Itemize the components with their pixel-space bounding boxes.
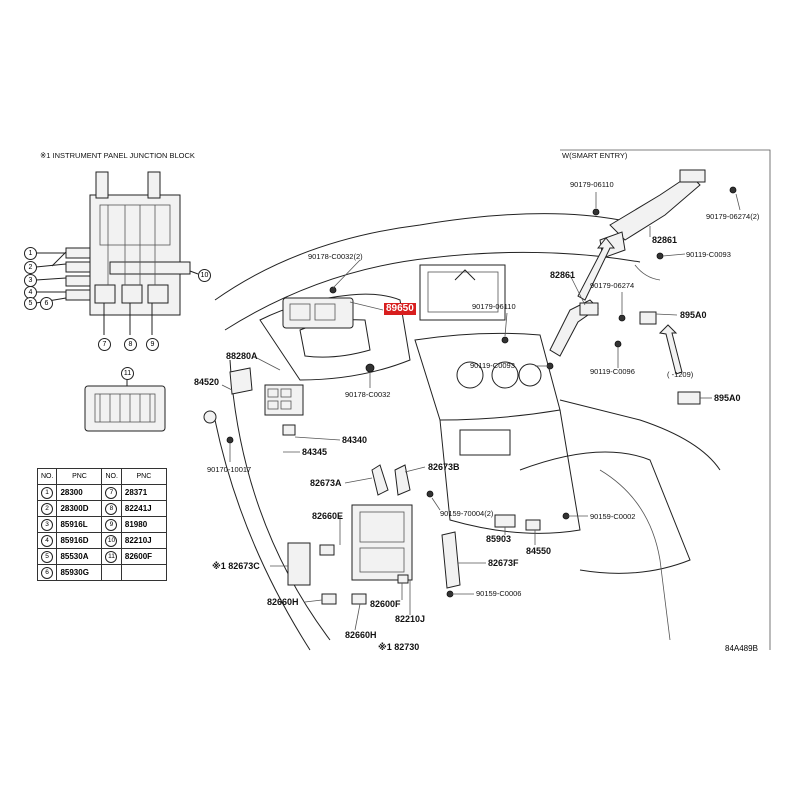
- dashboard-body: [214, 213, 721, 651]
- label-82730: ※1 82730: [378, 642, 420, 652]
- label-89650-highlight: 89650: [384, 303, 416, 315]
- junction-block-header: ※1 INSTRUMENT PANEL JUNCTION BLOCK: [40, 151, 195, 160]
- switch-panel-left: [203, 367, 304, 444]
- pnc-header-pnc-right: PNC: [120, 468, 167, 485]
- row-number: 9: [105, 518, 118, 531]
- range-note: ( -1209): [667, 370, 694, 379]
- label-90179-06110-top: 90179-06110: [570, 180, 614, 189]
- callout-7: 7: [98, 338, 111, 351]
- label-895a0-upper: 895A0: [680, 310, 707, 320]
- pnc-cell: 28300D: [56, 500, 103, 517]
- label-90179-06274: 90179-06274: [590, 281, 635, 290]
- table-row: 1 28300 7 28371: [36, 484, 167, 501]
- junction-block-main: [287, 464, 461, 605]
- label-90159-c0002: 90159-C0002: [590, 512, 636, 521]
- row-number: 7: [105, 486, 118, 499]
- label-84550: 84550: [526, 546, 552, 556]
- table-row: 3 85916L 9 81980: [36, 516, 167, 533]
- row-number: 5: [41, 550, 53, 563]
- callout-10: 10: [198, 269, 211, 282]
- pnc-cell: 82210J: [120, 532, 167, 549]
- label-84520: 84520: [194, 377, 220, 387]
- label-82673b: 82673B: [428, 462, 460, 472]
- row-number: 1: [41, 486, 53, 499]
- reference-code: 84A489B: [725, 644, 758, 653]
- callout-8: 8: [124, 338, 137, 351]
- callout-9: 9: [146, 338, 159, 351]
- label-82660h-left: 82660H: [267, 597, 299, 607]
- meter-unit: [282, 286, 375, 373]
- label-90179-06274-2: 90179-06274(2): [706, 212, 760, 221]
- callout-1: 1: [24, 247, 37, 260]
- pnc-cell: 85916L: [56, 516, 103, 533]
- label-90179-06110-mid: 90179-06110: [472, 302, 516, 311]
- callout-6: 6: [40, 297, 53, 310]
- label-82673c: ※1 82673C: [212, 561, 260, 571]
- label-90170-10017: 90170-10017: [207, 465, 252, 474]
- pnc-cell: 85930G: [56, 564, 103, 581]
- label-90119-c0096: 90119-C0096: [590, 367, 635, 376]
- label-90119-c0093-mid: 90119-C0093: [470, 361, 515, 370]
- table-row: 2 28300D 8 82241J: [36, 500, 167, 517]
- pnc-table-header-row: NO. PNC NO. PNC: [36, 468, 167, 485]
- empty-cell: [101, 564, 122, 581]
- row-number: 4: [41, 534, 53, 547]
- pnc-cell: 81980: [120, 516, 167, 533]
- callout-5: 5: [24, 297, 37, 310]
- label-82600f: 82600F: [370, 599, 401, 609]
- label-82210j: 82210J: [395, 614, 426, 624]
- pnc-cell: 82241J: [120, 500, 167, 517]
- label-82660h-bottom: 82660H: [345, 630, 377, 640]
- module-11-drawing: [84, 380, 166, 432]
- label-82673a: 82673A: [310, 478, 342, 488]
- table-row: 6 85930G: [36, 564, 167, 581]
- table-row: 5 85530A 11 82600F: [36, 548, 167, 565]
- junction-block-inset: [35, 171, 199, 335]
- label-90119-c0093-top: 90119-C0093: [686, 250, 731, 259]
- pnc-cell: 85530A: [56, 548, 103, 565]
- label-895a0-lower: 895A0: [714, 393, 741, 403]
- row-number: 11: [105, 550, 118, 563]
- smart-entry-bracket: [549, 149, 771, 650]
- direction-arrows: [577, 237, 683, 375]
- label-82861-top: 82861: [652, 235, 678, 245]
- callout-11: 11: [121, 367, 134, 380]
- label-82673f: 82673F: [488, 558, 519, 568]
- empty-cell: [120, 564, 167, 581]
- pnc-table: NO. PNC NO. PNC 1 28300 7 28371 2 28300D…: [36, 468, 167, 581]
- pnc-cell: 28371: [120, 484, 167, 501]
- label-88280a: 88280A: [226, 351, 258, 361]
- pnc-header-no-left: NO.: [36, 468, 58, 485]
- label-84340: 84340: [342, 435, 368, 445]
- label-82861-mid: 82861: [550, 270, 576, 280]
- label-82660e: 82660E: [312, 511, 344, 521]
- label-90159-c0006: 90159-C0006: [476, 589, 522, 598]
- label-85903: 85903: [486, 534, 512, 544]
- pnc-header-no-right: NO.: [101, 468, 122, 485]
- callout-2: 2: [24, 261, 37, 274]
- label-90178-c0032: 90178-C0032: [345, 390, 391, 399]
- row-number: 3: [41, 518, 53, 531]
- pnc-header-pnc-left: PNC: [56, 468, 103, 485]
- label-84345: 84345: [302, 447, 328, 457]
- table-row: 4 85916D 10 82210J: [36, 532, 167, 549]
- row-number: 10: [105, 534, 118, 547]
- label-90159-70004-2: 90159-70004(2): [440, 509, 494, 518]
- row-number: 8: [105, 502, 118, 515]
- smart-entry-header: W(SMART ENTRY): [562, 151, 628, 160]
- pnc-cell: 28300: [56, 484, 103, 501]
- pnc-cell: 85916D: [56, 532, 103, 549]
- row-number: 6: [41, 566, 53, 579]
- row-number: 2: [41, 502, 53, 515]
- label-90178-c0032-2: 90178-C0032(2): [308, 252, 363, 261]
- leader-lines: [221, 192, 741, 631]
- pnc-cell: 82600F: [120, 548, 167, 565]
